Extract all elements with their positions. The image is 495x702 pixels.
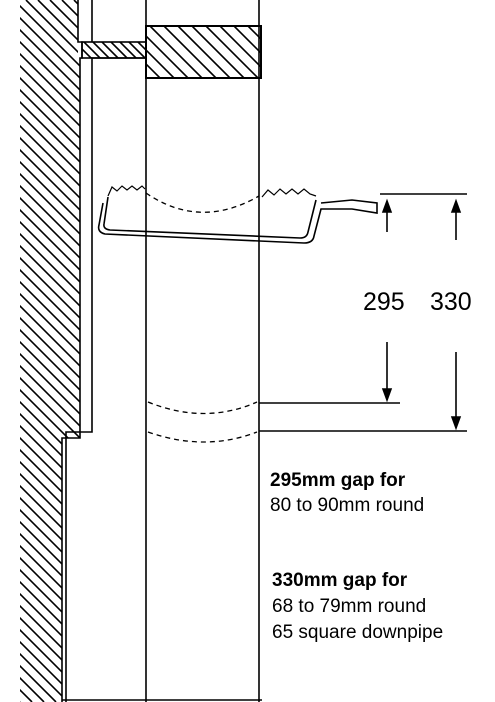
block-hatch-line [146,62,161,78]
wall-hatch-line [20,0,80,702]
block-hatch-line [191,26,245,78]
fascia-hatch-line [101,42,119,58]
block-hatch-line [146,34,189,78]
lower-arc-2 [147,431,258,443]
wall-hatch-line [20,0,80,702]
wall-hatch-line [422,0,495,702]
wall-hatch-line [470,0,495,702]
block-hatch-line [276,26,328,78]
fascia-hatch-line [110,42,128,58]
block-hatch-line [149,26,203,78]
wall-hatch-line [20,0,21,702]
block-hatching [146,26,356,78]
fascia-hatch-line [82,47,92,58]
dim-330-lower-arrow [450,416,462,431]
note-1-heading: 295mm gap for [270,470,406,491]
block-hatch-line [219,26,261,69]
wall-hatch-line [20,0,80,702]
block-hatch-line [290,26,342,78]
wall-hatch-line [446,0,495,702]
wall-hatch-line [20,0,80,702]
dim-295-upper-arrow [381,198,393,213]
dim-295-label: 295 [363,288,405,316]
dim-295-lower-arrow [381,388,393,403]
dim-330-label: 330 [430,288,472,316]
note-2-heading: 330mm gap for [272,570,408,591]
wall-hatch-line [20,0,80,702]
block-hatch-line [146,48,175,78]
wall-hatch-line [482,0,495,702]
fascia-hatch-line [137,42,146,52]
fascia-hatching [82,42,172,58]
wall-hatch-line [20,0,80,702]
wall-hatch-line [20,0,80,702]
fascia-hatch-line [119,42,137,58]
block-hatch-line [205,26,259,78]
wall-hatch-line [20,0,80,702]
fascia-hatch-line [82,56,83,58]
note-1-line-1: 80 to 90mm round [270,495,424,516]
clip-bracket-outer [97,199,378,244]
note-2-line-2: 65 square downpipe [272,622,443,643]
block-hatch-line [247,26,261,41]
wall-hatch-line [20,0,80,702]
fascia-hatch-line [128,42,146,58]
block-hatch-line [304,26,356,78]
clip-arc-dashed [145,192,260,213]
wall-hatch-line [20,0,80,702]
wall-hatch-line [20,0,80,702]
wall-hatch-line [20,0,80,702]
fascia-hatch-line [92,42,110,58]
wall-hatch-line [20,0,80,702]
wall-hatch-line [37,0,80,702]
wall-hatch-line [434,0,495,702]
block-hatch-line [262,26,314,78]
clip-teeth-left [107,185,146,197]
block-hatch-line [177,26,231,78]
clip-bracket-inner [103,196,317,239]
wall-hatch-line [458,0,495,702]
lower-arc-1 [147,401,258,415]
block-hatch-line [163,26,217,78]
clip-teeth-right [261,188,317,198]
wall-profile-outline [61,0,83,702]
wall-hatch-line [20,0,33,702]
dim-330-upper-arrow [450,198,462,213]
note-2-line-1: 68 to 79mm round [272,596,426,617]
fascia-hatch-line [156,42,172,58]
fascia-hatch-line [83,42,101,58]
wall-hatch-line [20,0,80,702]
